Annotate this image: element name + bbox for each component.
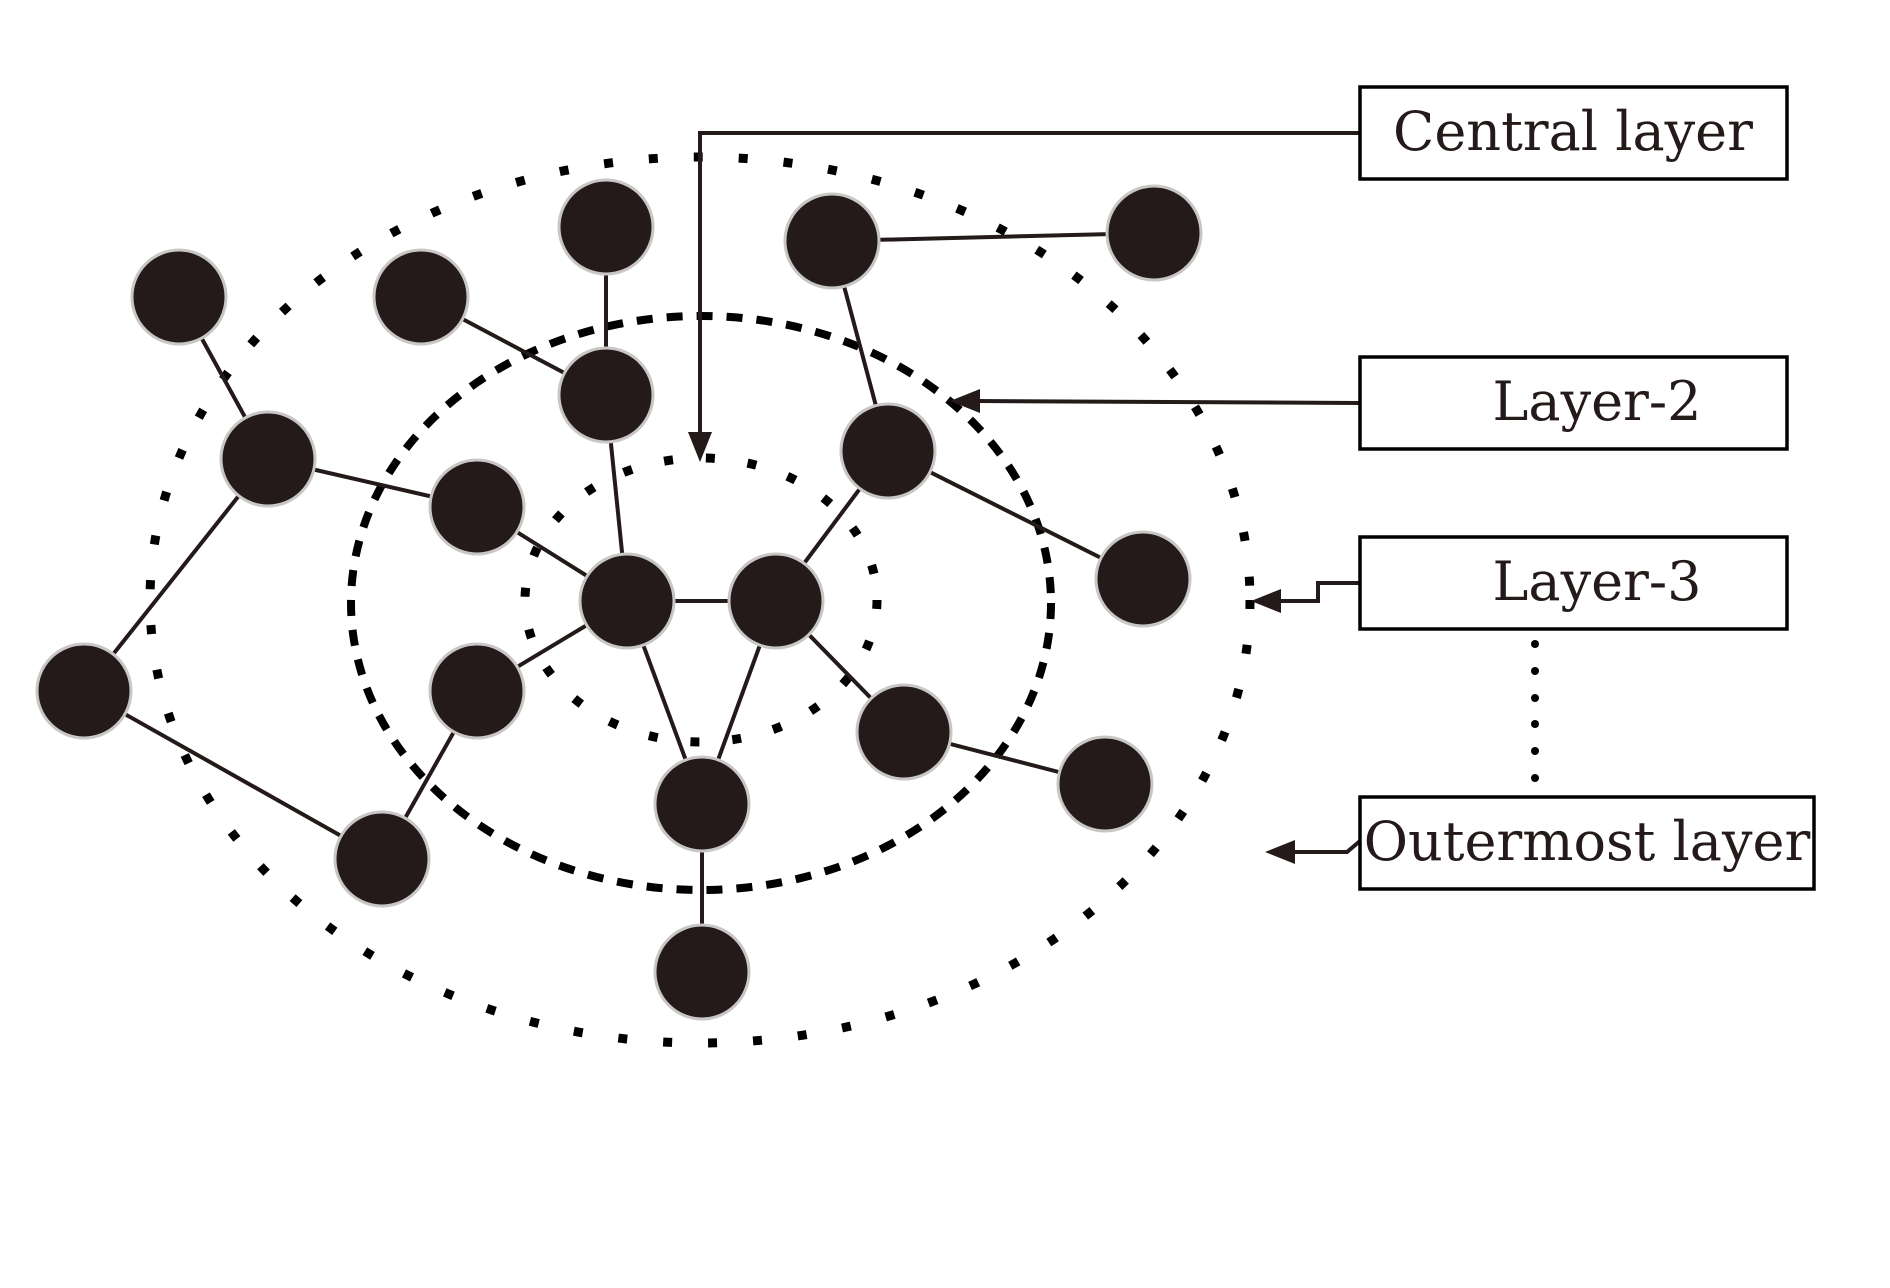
label-layer-2: Layer-2: [1358, 355, 1789, 451]
node-7: [557, 346, 655, 444]
label-outermost-layer-text: Outermost layer: [1364, 810, 1811, 873]
node-13: [35, 642, 133, 740]
label-layer-3-text: Layer-3: [1493, 550, 1702, 613]
node-12: [1094, 530, 1192, 628]
edge-13-18: [83, 689, 383, 861]
layer3-connector: [1275, 581, 1360, 603]
label-central-layer: Central layer: [1358, 85, 1789, 181]
vertical-ellipsis: [1531, 640, 1539, 782]
node-2: [372, 248, 470, 346]
outermost-arrowhead: [1265, 840, 1295, 864]
label-outermost-layer: Outermost layer: [1358, 795, 1816, 891]
layer2-connector: [974, 399, 1361, 405]
node-6: [219, 410, 317, 508]
node-4: [783, 192, 881, 290]
central-ring: [520, 453, 882, 747]
edge-4-5: [831, 231, 1155, 243]
node-16: [1056, 735, 1154, 833]
node-15: [855, 683, 953, 781]
label-central-layer-text: Central layer: [1393, 100, 1753, 163]
nodes-group: [35, 178, 1203, 1021]
node-8: [839, 402, 937, 500]
node-18: [333, 810, 431, 908]
layer3-arrowhead: [1251, 589, 1281, 613]
node-3: [557, 178, 655, 276]
layer2-arrowhead: [950, 389, 980, 413]
node-5: [1105, 184, 1203, 282]
label-layer-3: Layer-3: [1358, 535, 1789, 631]
outermost-connector: [1290, 839, 1362, 854]
node-17: [653, 755, 751, 853]
node-19: [653, 923, 751, 1021]
node-14: [428, 642, 526, 740]
node-1: [130, 248, 228, 346]
node-9: [428, 458, 526, 556]
label-layer-2-text: Layer-2: [1493, 370, 1702, 433]
node-11: [727, 552, 825, 650]
node-10: [578, 552, 676, 650]
edge-6-13: [82, 457, 270, 693]
central-layer-arrowhead: [688, 432, 712, 462]
central-layer-connector: [698, 131, 1360, 440]
